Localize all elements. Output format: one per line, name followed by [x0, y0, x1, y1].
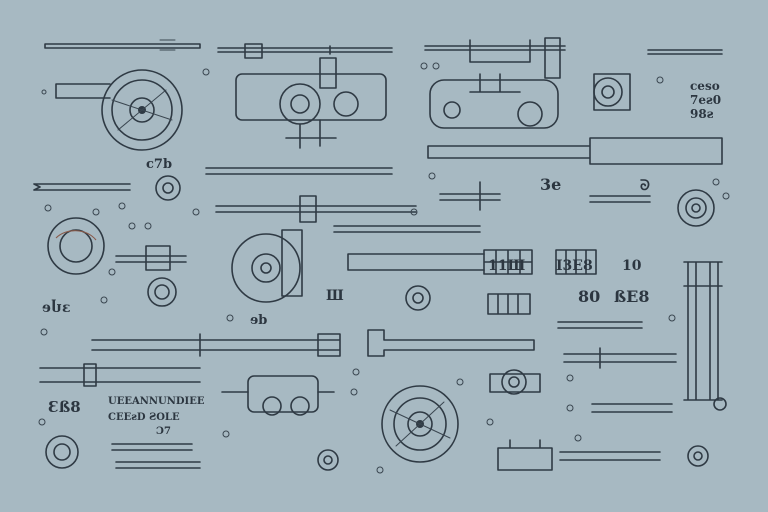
scattered-bolts — [38, 62, 730, 474]
bar-row2-right — [589, 195, 651, 203]
washer-bottom-center — [317, 449, 339, 471]
scribble-right-row3-2: ᘐ — [640, 178, 650, 194]
long-piston-rod-right — [427, 137, 723, 165]
rail-row2-center — [205, 167, 417, 223]
small-gear-top-right — [593, 73, 631, 111]
long-rod-top-left — [44, 39, 201, 51]
gear-center-row3 — [231, 229, 303, 303]
scribble-left-small: ɘb — [250, 313, 267, 328]
scribble-left-stack: ɘႱɛ — [42, 300, 71, 316]
scribble-top-right-2: 7eƨ0 — [690, 93, 721, 107]
large-gear-bottom-center — [381, 385, 459, 463]
shaft-left-row3 — [115, 245, 187, 271]
scribble-right-row3-1: 3e — [540, 175, 561, 194]
disc-bottom-right — [687, 445, 709, 467]
caption-line-1: UEEANNUNDIEE — [108, 396, 205, 407]
scribble-mid-left: Ш — [326, 288, 344, 304]
short-bar-top-right — [647, 49, 723, 55]
scribble-center-block-3: 10 — [622, 258, 642, 274]
caption-line-2: CEEƨD ƧOLE — [108, 412, 180, 423]
rod-row4-right — [557, 321, 643, 329]
gear-wheel-top-left — [55, 69, 183, 151]
scribble-lower-left: Ɛß8 — [48, 398, 81, 416]
long-rod-row5-left — [91, 333, 341, 357]
ring-part-left-row2 — [155, 175, 181, 201]
rod-row5-right — [563, 347, 677, 369]
vertical-column-right — [683, 261, 727, 411]
ring-left-row4 — [147, 277, 177, 307]
disc-bottom-left — [45, 435, 79, 469]
scribble-mid-right-1: 80 — [578, 287, 600, 306]
scribble-top-right-1: ceso — [690, 79, 720, 93]
bolt-row2-center — [439, 181, 501, 211]
machine-housing-top-center — [235, 57, 387, 149]
bracket-assembly-top-right — [424, 37, 566, 79]
grid-block-row4 — [487, 293, 531, 315]
grid-block-row3-2 — [555, 249, 597, 275]
rail-row3-center — [333, 225, 485, 271]
bracket-bottom-right — [497, 439, 661, 471]
rod-row6-right — [591, 403, 673, 413]
spiral-right-row2 — [677, 189, 715, 227]
scribble-mid-right-2: ßE8 — [614, 287, 649, 306]
rod-row6-left — [39, 363, 201, 387]
rod-with-bracket-top — [217, 43, 393, 59]
dial-center-row4 — [405, 285, 431, 311]
caption-line-3: Ɔ7 — [156, 426, 171, 437]
shaft-bottom-left — [111, 443, 201, 469]
ring-part-row6-right — [489, 369, 541, 395]
long-bar-left-row2 — [33, 183, 131, 191]
motor-block-row6 — [221, 375, 335, 416]
gear-left-row3 — [47, 217, 105, 275]
scribble-center-block-1: 11Ш — [488, 258, 525, 274]
cylinder-assembly-top-right — [429, 73, 559, 129]
scribble-top-right-3: 98ƨ — [690, 107, 714, 121]
scribble-left-row3: c7b — [146, 157, 172, 172]
scribble-center-block-2: I3E8 — [556, 258, 593, 274]
key-rod-row5-center — [367, 329, 535, 357]
grid-block-row3-1 — [483, 249, 533, 275]
